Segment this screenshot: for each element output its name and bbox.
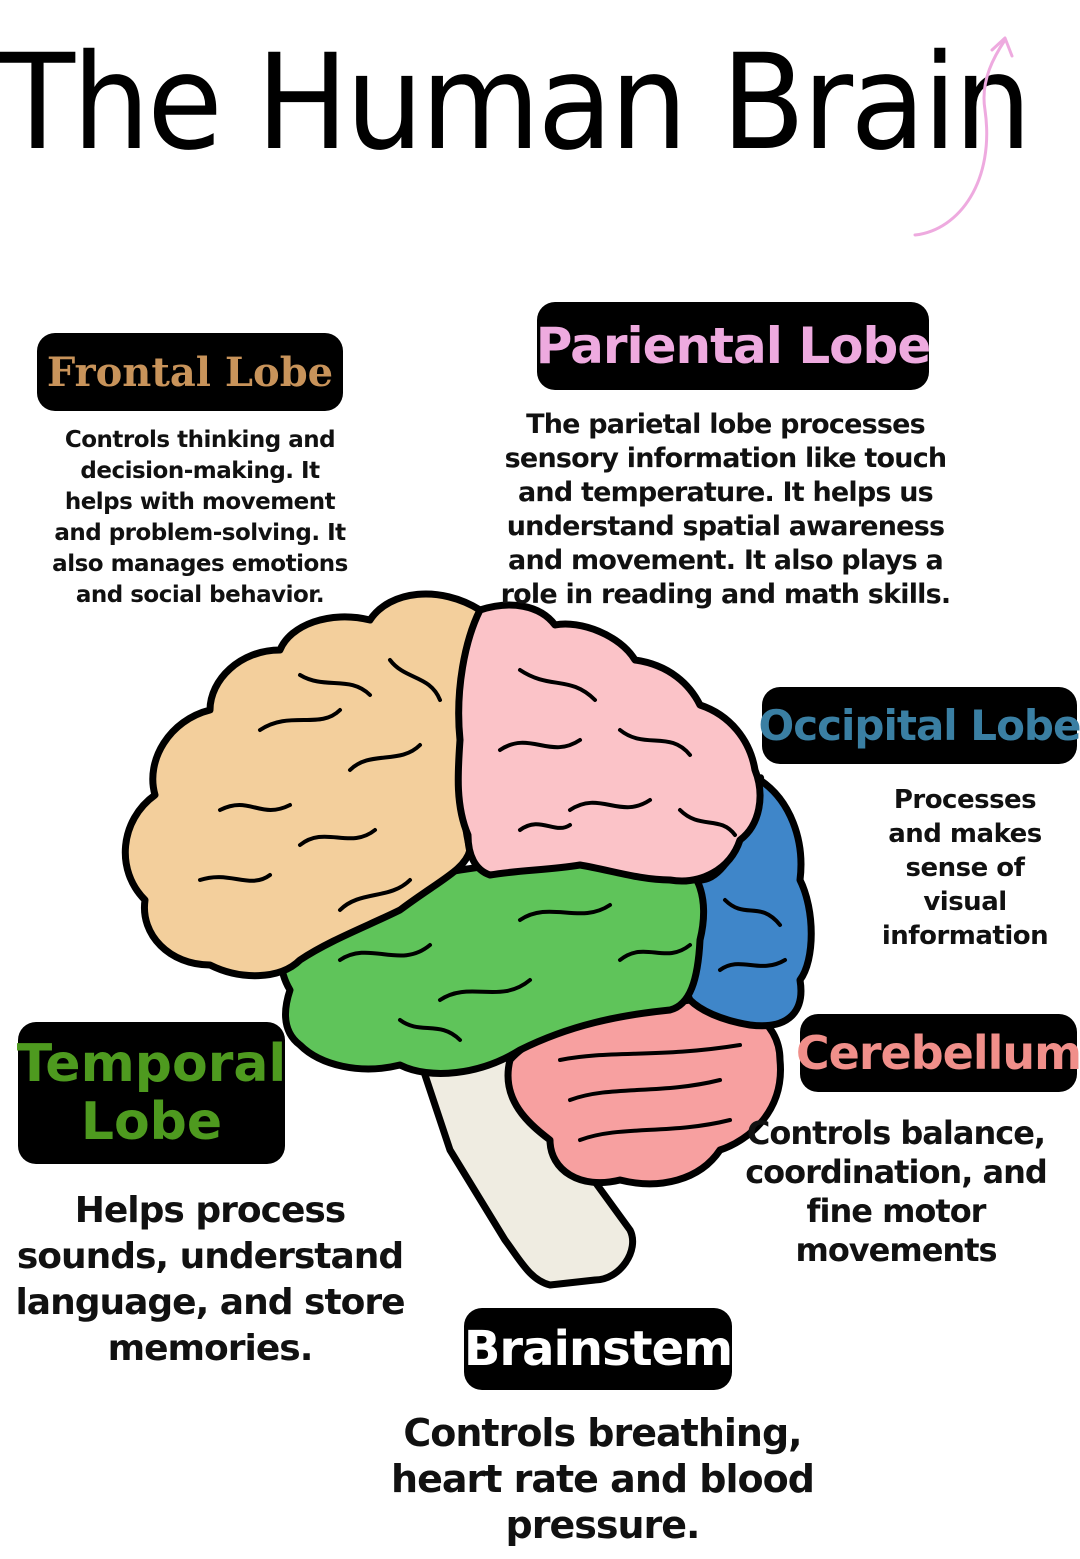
occipital-lobe-label: Occipital Lobe <box>758 687 1080 764</box>
parietal-lobe-description: The parietal lobe processes sensory info… <box>500 409 951 610</box>
parietal-lobe-label: Pariental Lobe <box>535 302 931 390</box>
brainstem-region <box>416 1041 637 1289</box>
cerebellum-label-text: Cerebellum <box>795 1026 1080 1080</box>
decorative-arrow-icon <box>913 36 1014 237</box>
parietal-region <box>454 601 764 885</box>
cerebellum-label: Cerebellum <box>796 1014 1080 1092</box>
brainstem-description: Controls breathing, heart rate and blood… <box>391 1411 815 1547</box>
cerebellum-description: Controls balance, coordination, and fine… <box>745 1114 1048 1269</box>
frontal-lobe-description: Controls thinking and decision-making. I… <box>52 427 348 608</box>
temporal-lobe-label: Temporal Lobe <box>16 1022 287 1164</box>
temporal-lobe-label-text: Temporal Lobe <box>16 1034 287 1152</box>
frontal-lobe-label: Frontal Lobe <box>37 333 343 411</box>
brainstem-label-text: Brainstem <box>463 1321 733 1377</box>
page-title: The Human Brain <box>0 26 1032 180</box>
brainstem-label: Brainstem <box>463 1308 733 1390</box>
frontal-lobe-label-text: Frontal Lobe <box>46 348 334 396</box>
occipital-lobe-description: Processes and makes sense of visual info… <box>881 785 1049 951</box>
occipital-lobe-label-text: Occipital Lobe <box>758 701 1080 750</box>
temporal-lobe-description: Helps process sounds, understand languag… <box>15 1190 405 1369</box>
parietal-lobe-label-text: Pariental Lobe <box>535 317 931 375</box>
brain-diagram <box>121 590 815 1289</box>
